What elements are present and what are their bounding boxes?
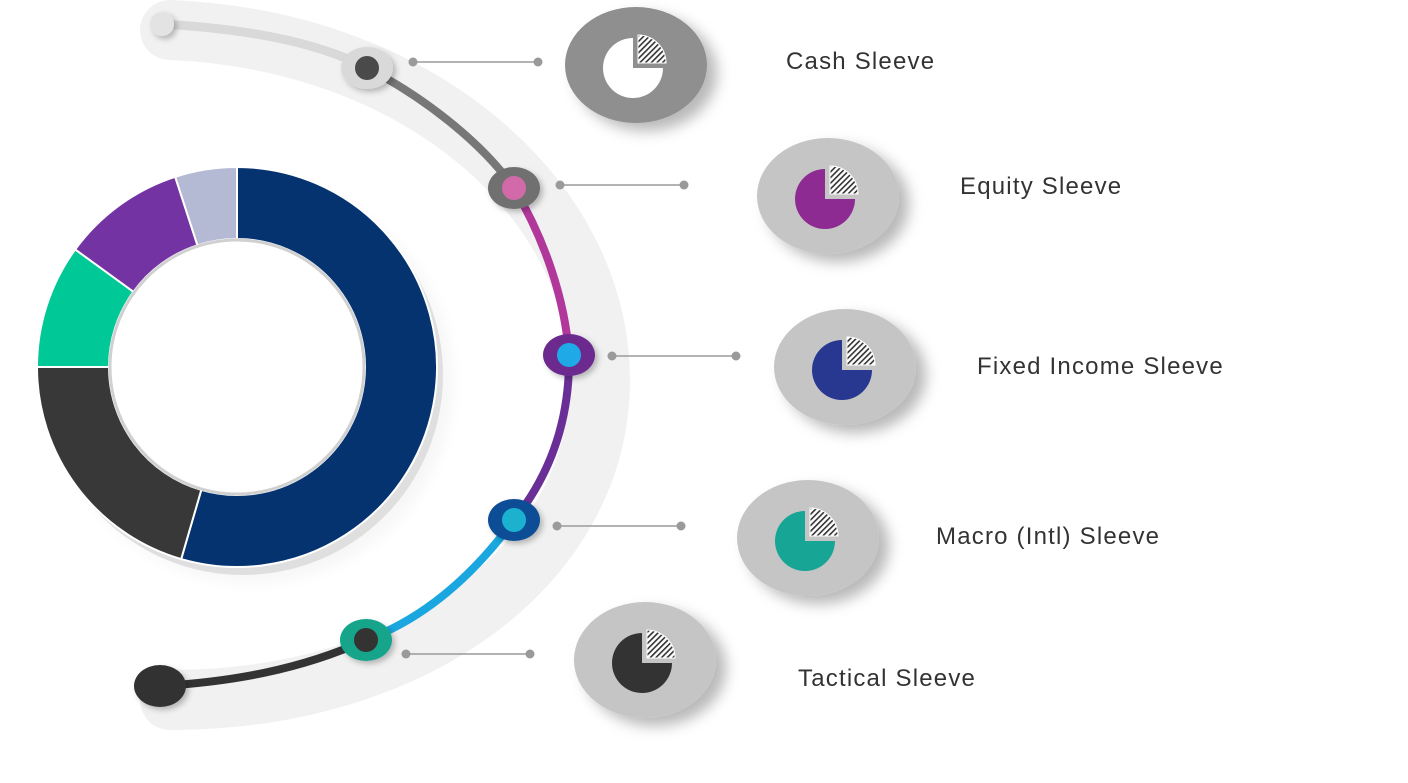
connector-cash-sleeve	[408, 57, 543, 67]
node-cash-sleeve	[341, 47, 393, 89]
badge-tactical-sleeve	[574, 602, 716, 718]
label-equity-sleeve: Equity Sleeve	[960, 173, 1123, 200]
badge-macro-intl-sleeve	[737, 480, 879, 596]
node-dot	[355, 56, 379, 80]
pie-chart-icon	[612, 629, 676, 693]
connector-macro-intl-sleeve	[552, 521, 686, 531]
connectors	[401, 57, 741, 659]
donut-hole	[108, 238, 366, 496]
timeline-nodes	[340, 47, 595, 661]
connector-equity-sleeve	[555, 180, 689, 190]
label-fixed-income-sleeve: Fixed Income Sleeve	[977, 353, 1224, 380]
label-cash-sleeve: Cash Sleeve	[786, 48, 936, 75]
node-dot	[502, 176, 526, 200]
node-dot	[354, 628, 378, 652]
pie-chart-icon	[812, 336, 876, 400]
badge-cash-sleeve	[565, 7, 707, 123]
arc-shadow-inner	[189, 30, 591, 700]
pie-chart-icon	[775, 507, 839, 571]
pie-chart-icon	[795, 165, 859, 229]
pie-chart-icon	[603, 34, 667, 98]
arc-end-cap	[134, 665, 186, 707]
node-tactical-sleeve	[340, 619, 392, 661]
badge-fixed-income-sleeve	[774, 309, 916, 425]
node-fixed-income-sleeve	[543, 334, 595, 376]
node-equity-sleeve	[488, 167, 540, 209]
connector-tactical-sleeve	[401, 649, 535, 659]
label-macro-intl-sleeve: Macro (Intl) Sleeve	[936, 523, 1161, 550]
icon-badges	[565, 7, 916, 718]
node-dot	[557, 343, 581, 367]
arc-start-cap	[150, 12, 174, 36]
connector-fixed-income-sleeve	[607, 351, 741, 361]
donut-chart	[35, 165, 443, 575]
node-macro-intl-sleeve	[488, 499, 540, 541]
node-dot	[502, 508, 526, 532]
label-tactical-sleeve: Tactical Sleeve	[798, 665, 977, 692]
badge-equity-sleeve	[757, 138, 899, 254]
